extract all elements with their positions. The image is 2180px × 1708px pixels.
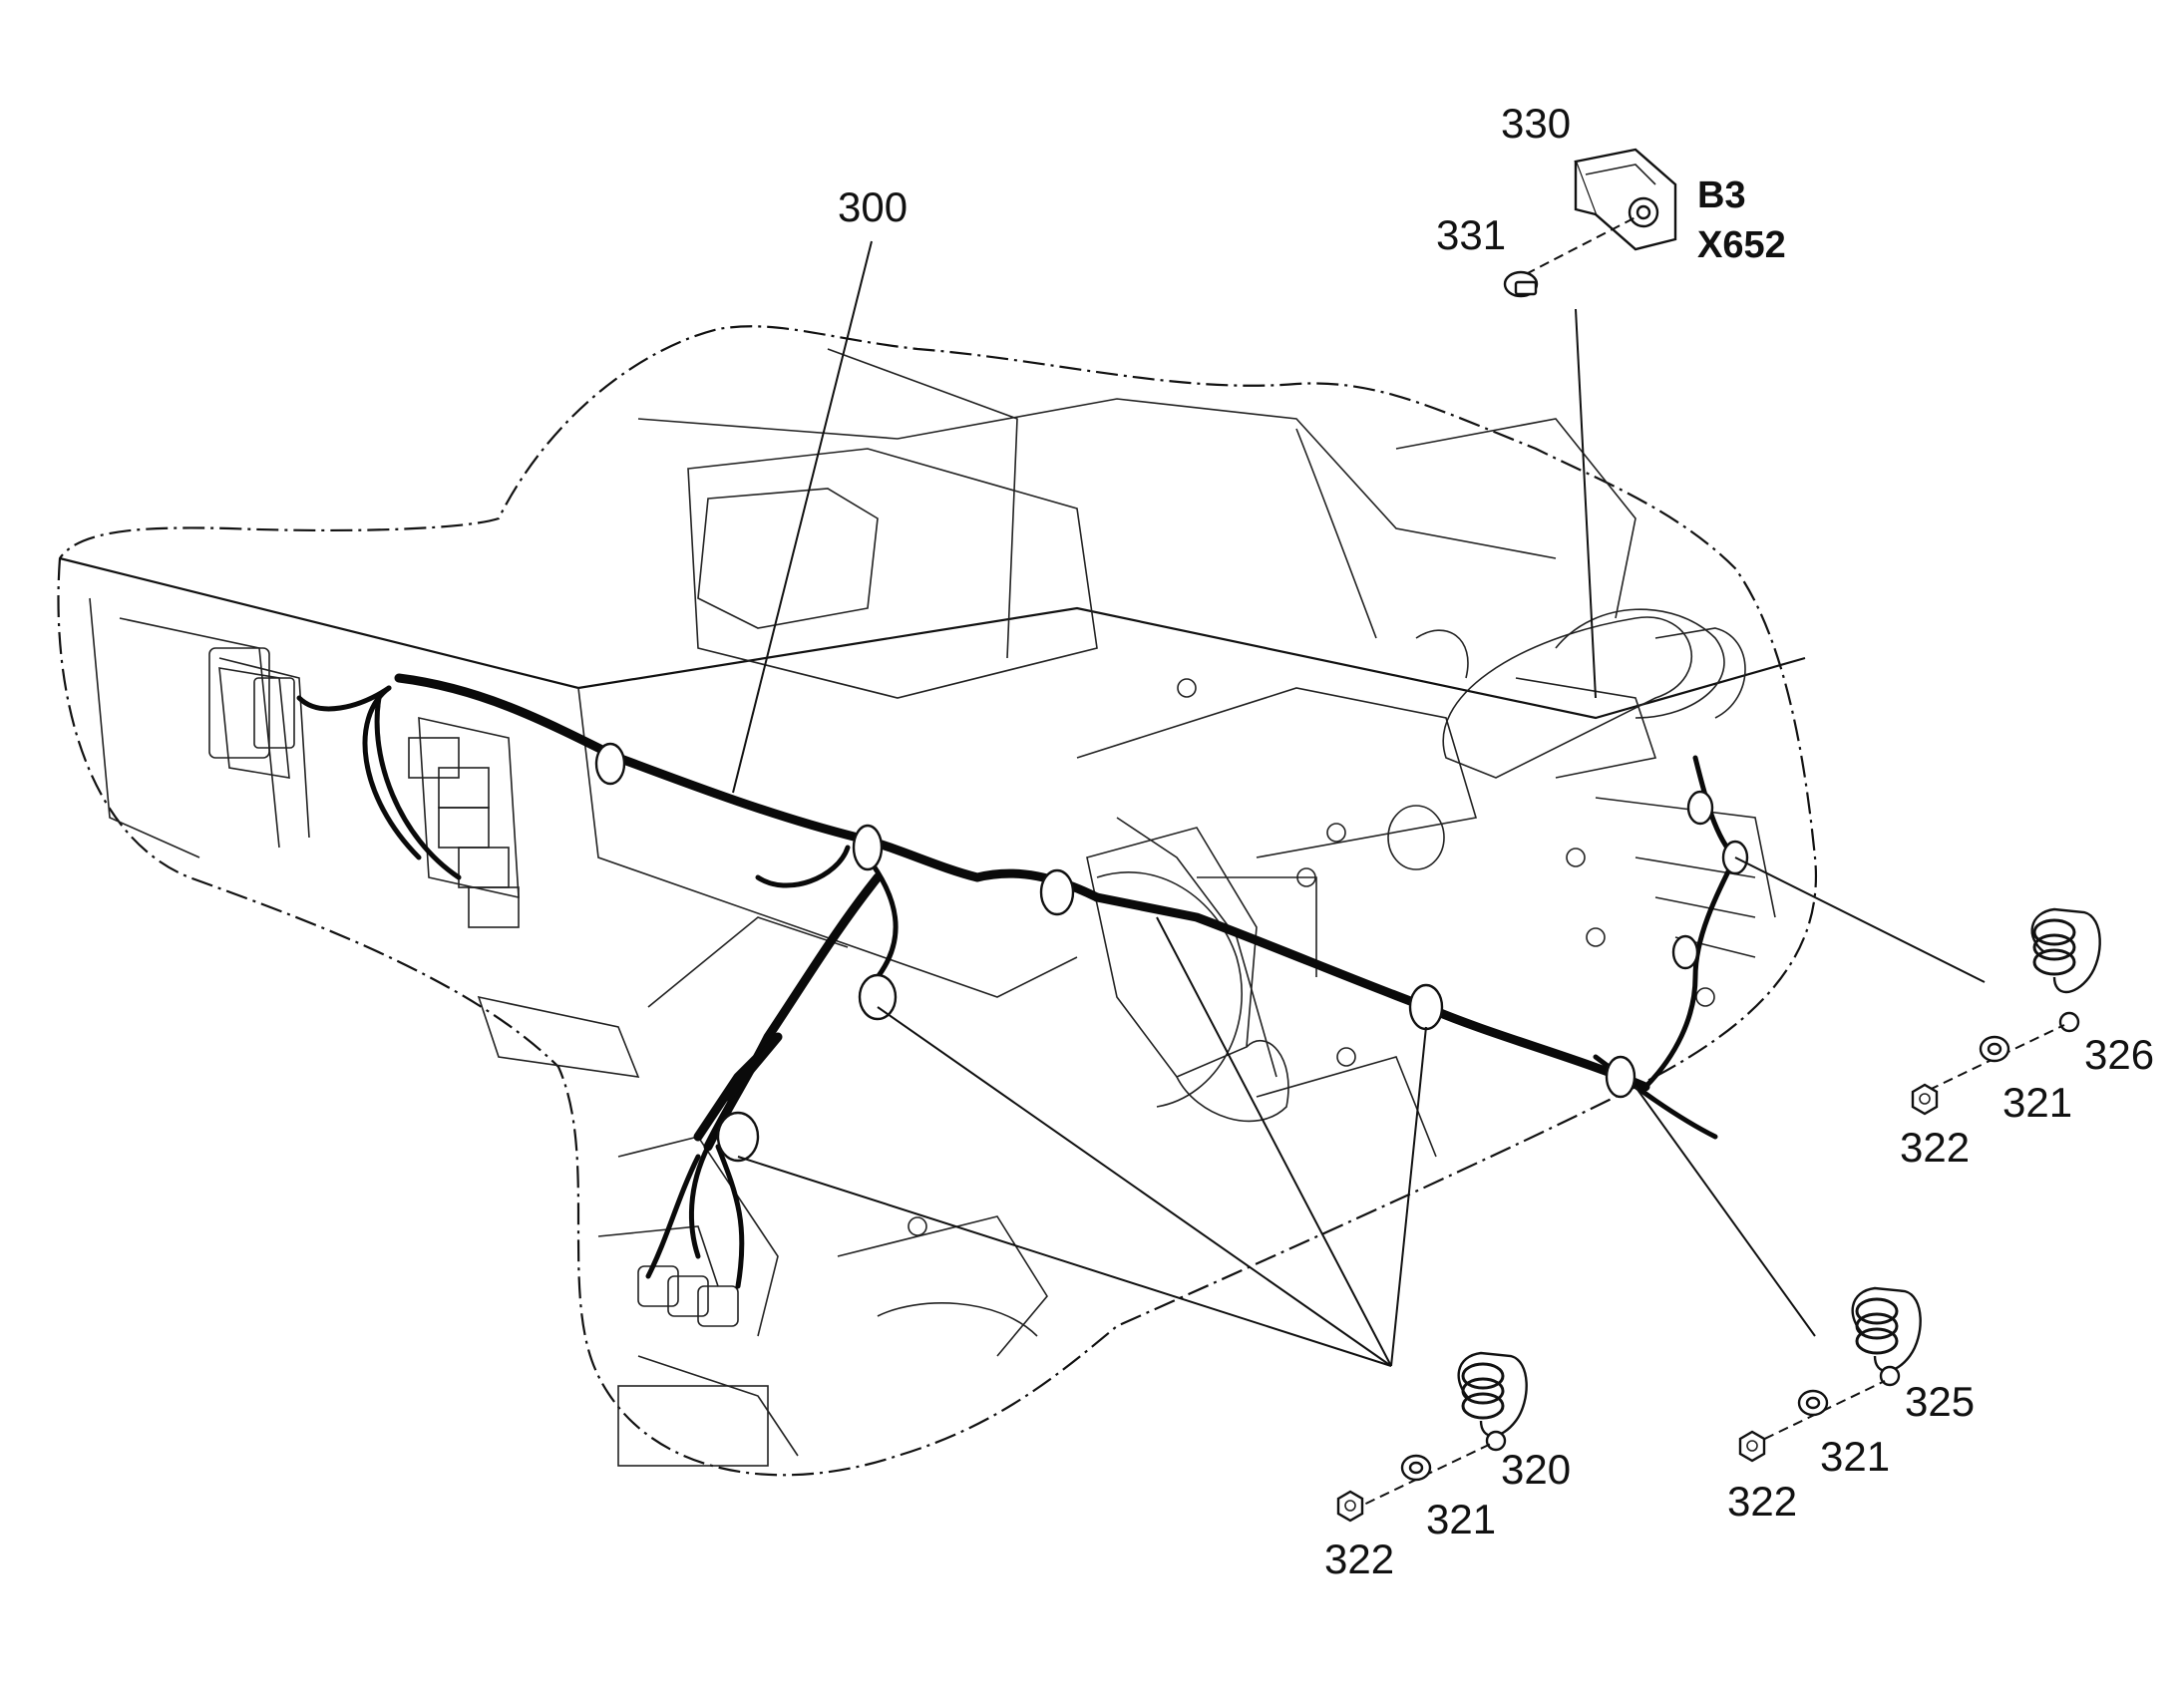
part-330-bracket (1574, 148, 1677, 251)
callout-x652: X652 (1697, 224, 1786, 266)
harness-clamps (594, 742, 1749, 1163)
part-320-clamp (1457, 1351, 1528, 1452)
callout-321-c: 321 (1426, 1496, 1496, 1542)
part-326-clamp (2030, 907, 2101, 1033)
leader-lines (732, 240, 1986, 1367)
part-321-washer-c (1400, 1454, 1432, 1482)
part-322-nut-c (1336, 1490, 1364, 1523)
part-325-clamp (1851, 1286, 1922, 1387)
part-322-nut-a (1911, 1083, 1939, 1116)
part-322-nut-b (1738, 1430, 1766, 1463)
callout-320: 320 (1501, 1446, 1571, 1493)
machine-structure (59, 348, 1806, 1467)
callout-321-b: 321 (1820, 1433, 1890, 1480)
section-boundary (57, 325, 1818, 1477)
callout-326: 326 (2084, 1031, 2154, 1078)
callout-b3: B3 (1697, 174, 1746, 216)
callout-321-a: 321 (2002, 1079, 2072, 1126)
dash-325 (1749, 1380, 1886, 1447)
callout-322-a: 322 (1900, 1124, 1970, 1171)
part-321-washer-a (1979, 1035, 2010, 1063)
dash-331-330 (1525, 216, 1636, 275)
callout-325: 325 (1905, 1378, 1975, 1425)
callout-330: 330 (1501, 100, 1571, 147)
callout-331: 331 (1436, 211, 1506, 258)
wiring-harness-cables (296, 673, 1738, 1289)
callout-300: 300 (838, 183, 908, 230)
dash-320 (1350, 1443, 1492, 1512)
part-321-washer-b (1797, 1389, 1829, 1417)
callout-322-b: 322 (1727, 1478, 1797, 1525)
callout-322-c: 322 (1324, 1536, 1394, 1582)
part-331-screw (1503, 270, 1539, 298)
